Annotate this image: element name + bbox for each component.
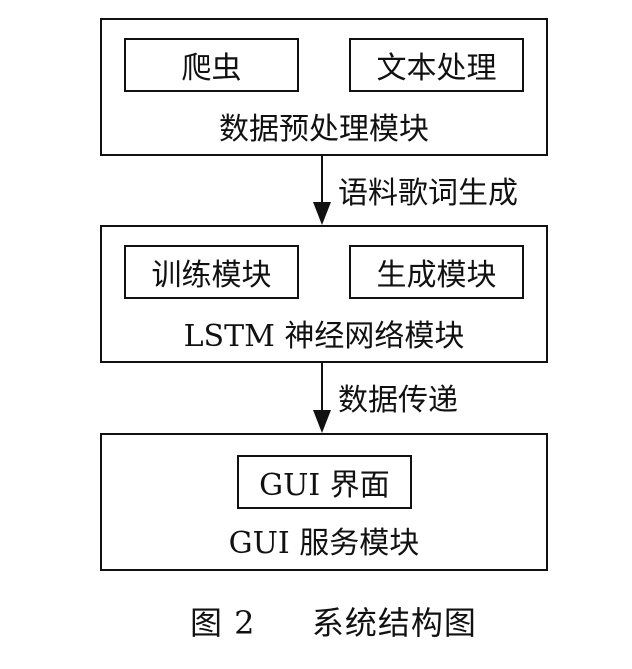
arrow-lstm-to-gui bbox=[313, 363, 331, 433]
edge-label-corpus-generation: 语料歌词生成 bbox=[338, 176, 518, 211]
submodule-generation: 生成模块 bbox=[349, 245, 524, 299]
figure-title: 系统结构图 bbox=[311, 604, 477, 642]
module-data-preprocessing-title: 数据预处理模块 bbox=[219, 112, 429, 147]
figure-caption: 图 2 系统结构图 bbox=[190, 598, 477, 644]
edge-label-data-transfer: 数据传递 bbox=[338, 383, 458, 418]
module-gui-service-title: GUI 服务模块 bbox=[228, 526, 420, 561]
submodule-training: 训练模块 bbox=[124, 245, 299, 299]
module-lstm-network-title: LSTM 神经网络模块 bbox=[183, 319, 465, 354]
submodule-crawler: 爬虫 bbox=[124, 38, 299, 92]
submodule-gui-interface: GUI 界面 bbox=[237, 455, 412, 509]
submodule-text-processing: 文本处理 bbox=[349, 38, 524, 92]
figure-number: 图 2 bbox=[190, 604, 256, 642]
arrow-preprocessing-to-lstm bbox=[313, 156, 331, 225]
